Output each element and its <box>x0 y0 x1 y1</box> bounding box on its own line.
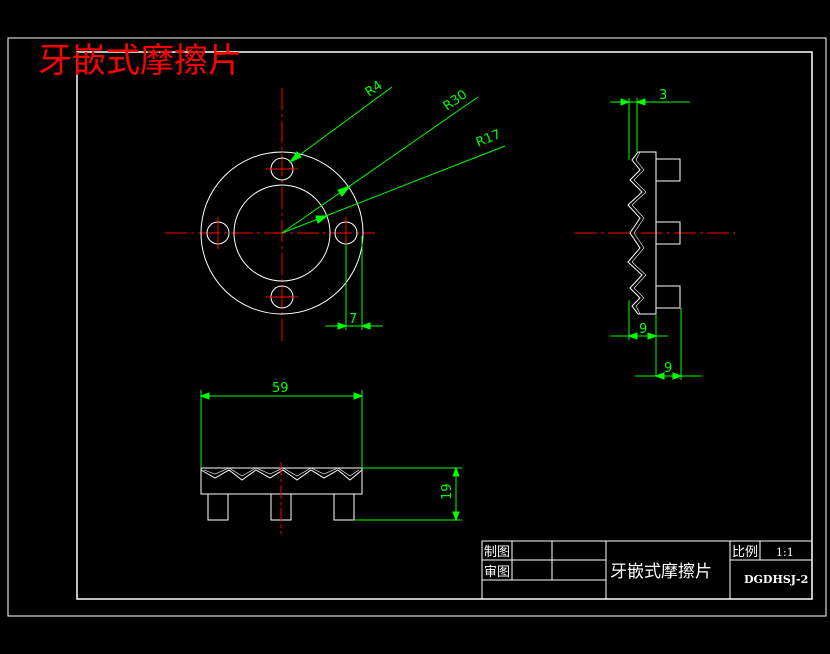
dim-59: 59 <box>272 381 289 396</box>
dim-9b-arrow-right <box>672 372 683 380</box>
dim-19-arrow-bottom <box>452 511 460 522</box>
dim-9b-group <box>635 308 702 380</box>
dim-r30: R30 <box>441 87 471 114</box>
dim-r17: R17 <box>474 127 503 150</box>
dim-9b: 9 <box>664 361 672 376</box>
dim-7-arrow-left <box>337 322 348 330</box>
dim-9a: 9 <box>639 322 647 337</box>
dim-19-group <box>354 466 462 522</box>
dim-3-group <box>610 98 690 160</box>
dim-59-arrow-right <box>353 392 364 400</box>
drawing-title: 牙嵌式摩擦片 <box>38 41 242 81</box>
tb-scale-value: 1:1 <box>776 546 794 559</box>
tb-drawn-label: 制图 <box>484 545 510 560</box>
side-teeth <box>627 151 643 315</box>
dim-7-arrow-right <box>360 322 371 330</box>
dim-19-arrow-top <box>452 466 460 477</box>
outer-frame <box>7 37 827 617</box>
dim-9b-arrow-left <box>654 372 665 380</box>
dim-r4: R4 <box>363 78 386 100</box>
title-block-border <box>481 540 813 600</box>
r4-arrow <box>288 151 302 164</box>
side-pin-middle <box>655 221 681 245</box>
side-teeth-inner <box>631 151 647 315</box>
tb-drawing-number: DGDHSJ-2 <box>744 573 808 586</box>
r17-arrow <box>315 215 329 224</box>
r4-leader <box>289 86 393 163</box>
dim-19: 19 <box>440 483 455 500</box>
side-pin-bottom <box>655 285 681 309</box>
front-pin-right <box>333 493 355 521</box>
dim-3: 3 <box>659 88 667 103</box>
dim-3-arrow-right <box>635 98 646 106</box>
front-view <box>200 462 363 534</box>
dim-9a-arrow-left <box>627 332 638 340</box>
dim-9a-arrow-right <box>647 332 658 340</box>
dim-9a-group <box>610 300 668 376</box>
title-block <box>481 540 813 600</box>
front-teeth-inner <box>203 467 360 477</box>
tb-checked-label: 审图 <box>484 565 510 580</box>
radius-leaders <box>281 86 506 234</box>
inner-frame <box>76 51 813 600</box>
dim-7: 7 <box>349 312 357 327</box>
side-pin-top <box>655 158 681 182</box>
side-view <box>575 151 735 315</box>
r30-arrow <box>337 184 352 197</box>
outer-circle <box>200 151 364 315</box>
dim-7-group <box>325 236 383 330</box>
inner-circle <box>233 184 331 282</box>
tb-part-name: 牙嵌式摩擦片 <box>610 562 712 582</box>
r30-leader <box>281 96 479 234</box>
dim-59-group <box>199 390 364 468</box>
dim-3-arrow-left <box>620 98 631 106</box>
top-view <box>165 88 375 342</box>
dim-59-arrow-left <box>199 392 210 400</box>
front-teeth <box>200 469 363 481</box>
front-pin-left <box>207 493 229 521</box>
tb-scale-label: 比例 <box>732 545 758 560</box>
